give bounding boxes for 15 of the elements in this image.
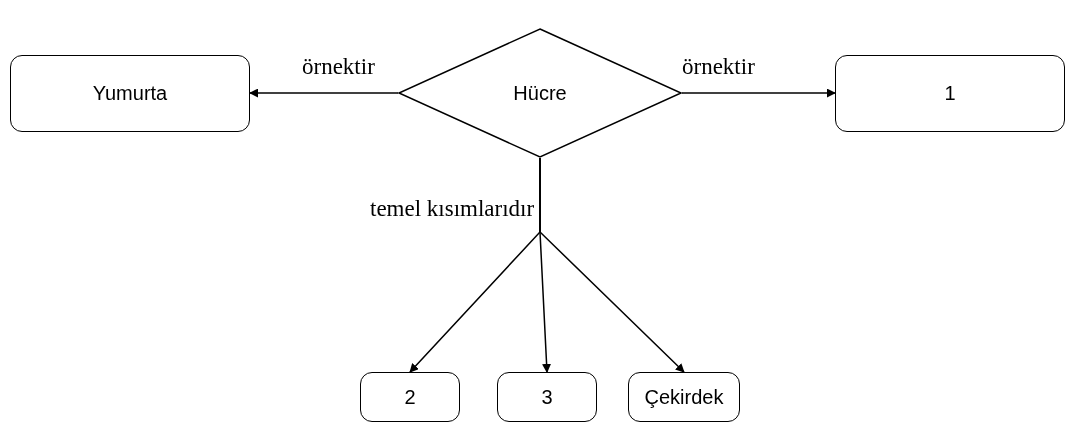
node-label: Çekirdek [644, 385, 724, 409]
node-label: 2 [404, 385, 416, 409]
arrow [681, 88, 836, 98]
decision-diamond [398, 28, 682, 158]
concept-box [360, 372, 460, 422]
concept-box [10, 55, 250, 132]
arrow [539, 157, 685, 373]
concept-box [835, 55, 1065, 132]
node-label: Yumurta [92, 82, 168, 105]
concept-box [628, 372, 740, 422]
node-label: Hücre [513, 81, 567, 105]
node-label: 1 [944, 82, 956, 105]
arrow [249, 88, 399, 98]
concept-box [497, 372, 597, 422]
node-label: 3 [541, 385, 553, 409]
